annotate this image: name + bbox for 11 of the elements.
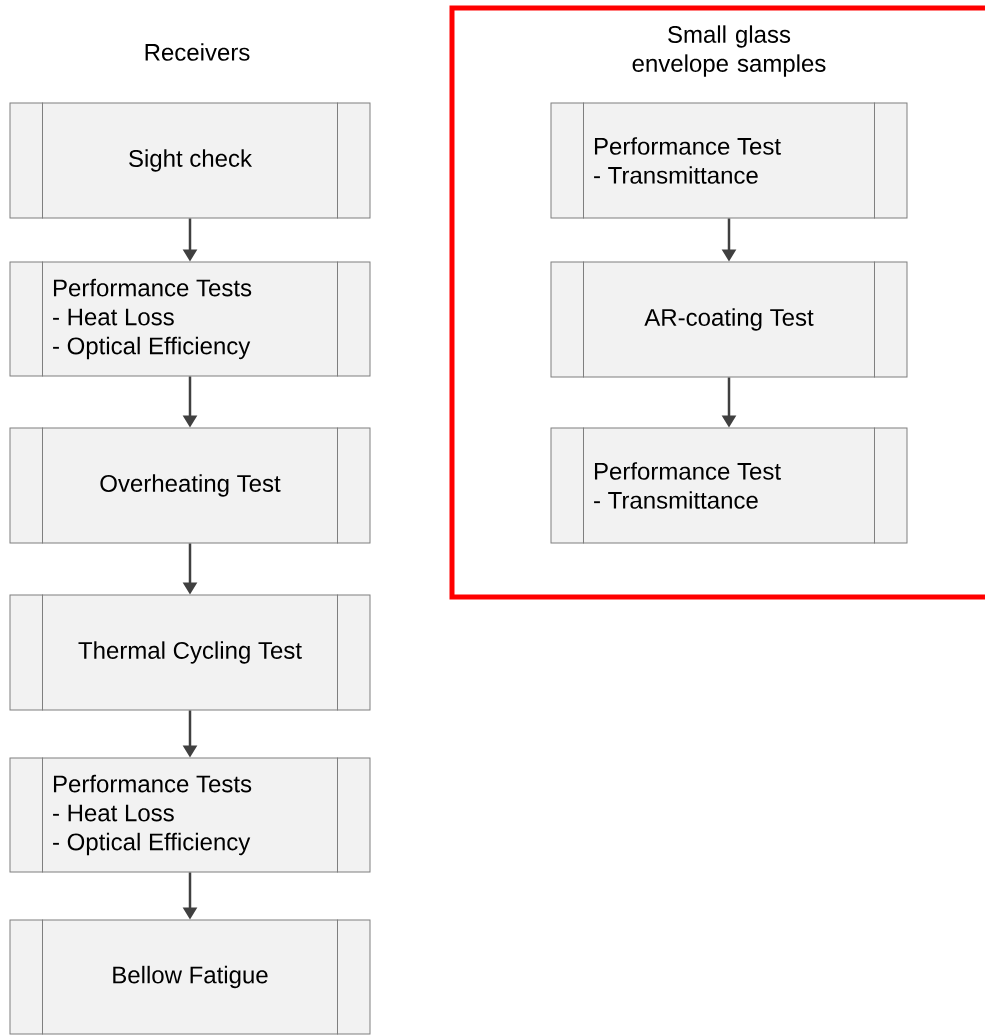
process-box: Performance Test - Transmittance <box>550 427 908 544</box>
column-title: Receivers <box>145 43 250 61</box>
process-box: Performance Tests - Heat Loss - Optical Efficiency <box>9 757 371 873</box>
process-box: Overheating Test <box>9 427 371 544</box>
process-box: AR-coating Test <box>550 261 908 378</box>
process-box: Performance Tests - Heat Loss - Optical Efficiency <box>9 261 371 377</box>
process-box: Performance Test - Transmittance <box>550 102 908 219</box>
process-box: Thermal Cycling Test <box>9 594 371 711</box>
process-box: Sight check <box>9 102 371 219</box>
process-box: Bellow Fatigue <box>9 919 371 1035</box>
group-title: Small glass envelope samples <box>632 25 826 77</box>
